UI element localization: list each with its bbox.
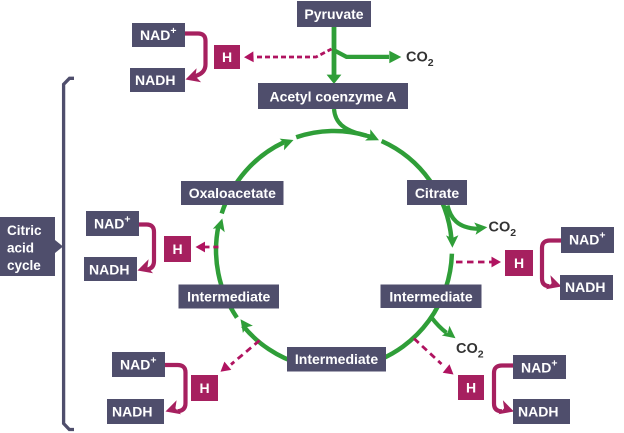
svg-text:NAD+: NAD+ [569, 230, 605, 248]
svg-text:NAD+: NAD+ [120, 355, 156, 373]
svg-text:NADH: NADH [89, 262, 129, 278]
svg-text:Intermediate: Intermediate [389, 289, 472, 305]
svg-text:Citric: Citric [7, 223, 42, 238]
svg-text:CO2: CO2 [489, 219, 517, 239]
svg-text:NAD+: NAD+ [521, 358, 557, 376]
svg-text:CO2: CO2 [456, 341, 484, 361]
svg-text:Acetyl coenzyme A: Acetyl coenzyme A [269, 89, 396, 105]
svg-text:NADH: NADH [135, 72, 175, 88]
svg-text:NADH: NADH [518, 404, 558, 420]
svg-text:H: H [514, 255, 524, 271]
svg-text:H: H [222, 49, 232, 65]
svg-text:cycle: cycle [7, 258, 41, 273]
svg-text:H: H [466, 380, 476, 396]
svg-text:NADH: NADH [565, 279, 605, 295]
svg-text:NAD+: NAD+ [94, 214, 130, 232]
svg-text:H: H [172, 241, 182, 257]
svg-text:NADH: NADH [112, 404, 152, 420]
svg-text:Intermediate: Intermediate [187, 289, 270, 305]
svg-text:acid: acid [7, 241, 34, 256]
svg-text:H: H [199, 380, 209, 396]
svg-text:Oxaloacetate: Oxaloacetate [189, 185, 276, 201]
svg-text:Citrate: Citrate [415, 185, 460, 201]
svg-text:NAD+: NAD+ [140, 25, 176, 43]
svg-text:Pyruvate: Pyruvate [304, 6, 363, 22]
svg-text:Intermediate: Intermediate [295, 351, 378, 367]
svg-text:CO2: CO2 [406, 49, 434, 69]
